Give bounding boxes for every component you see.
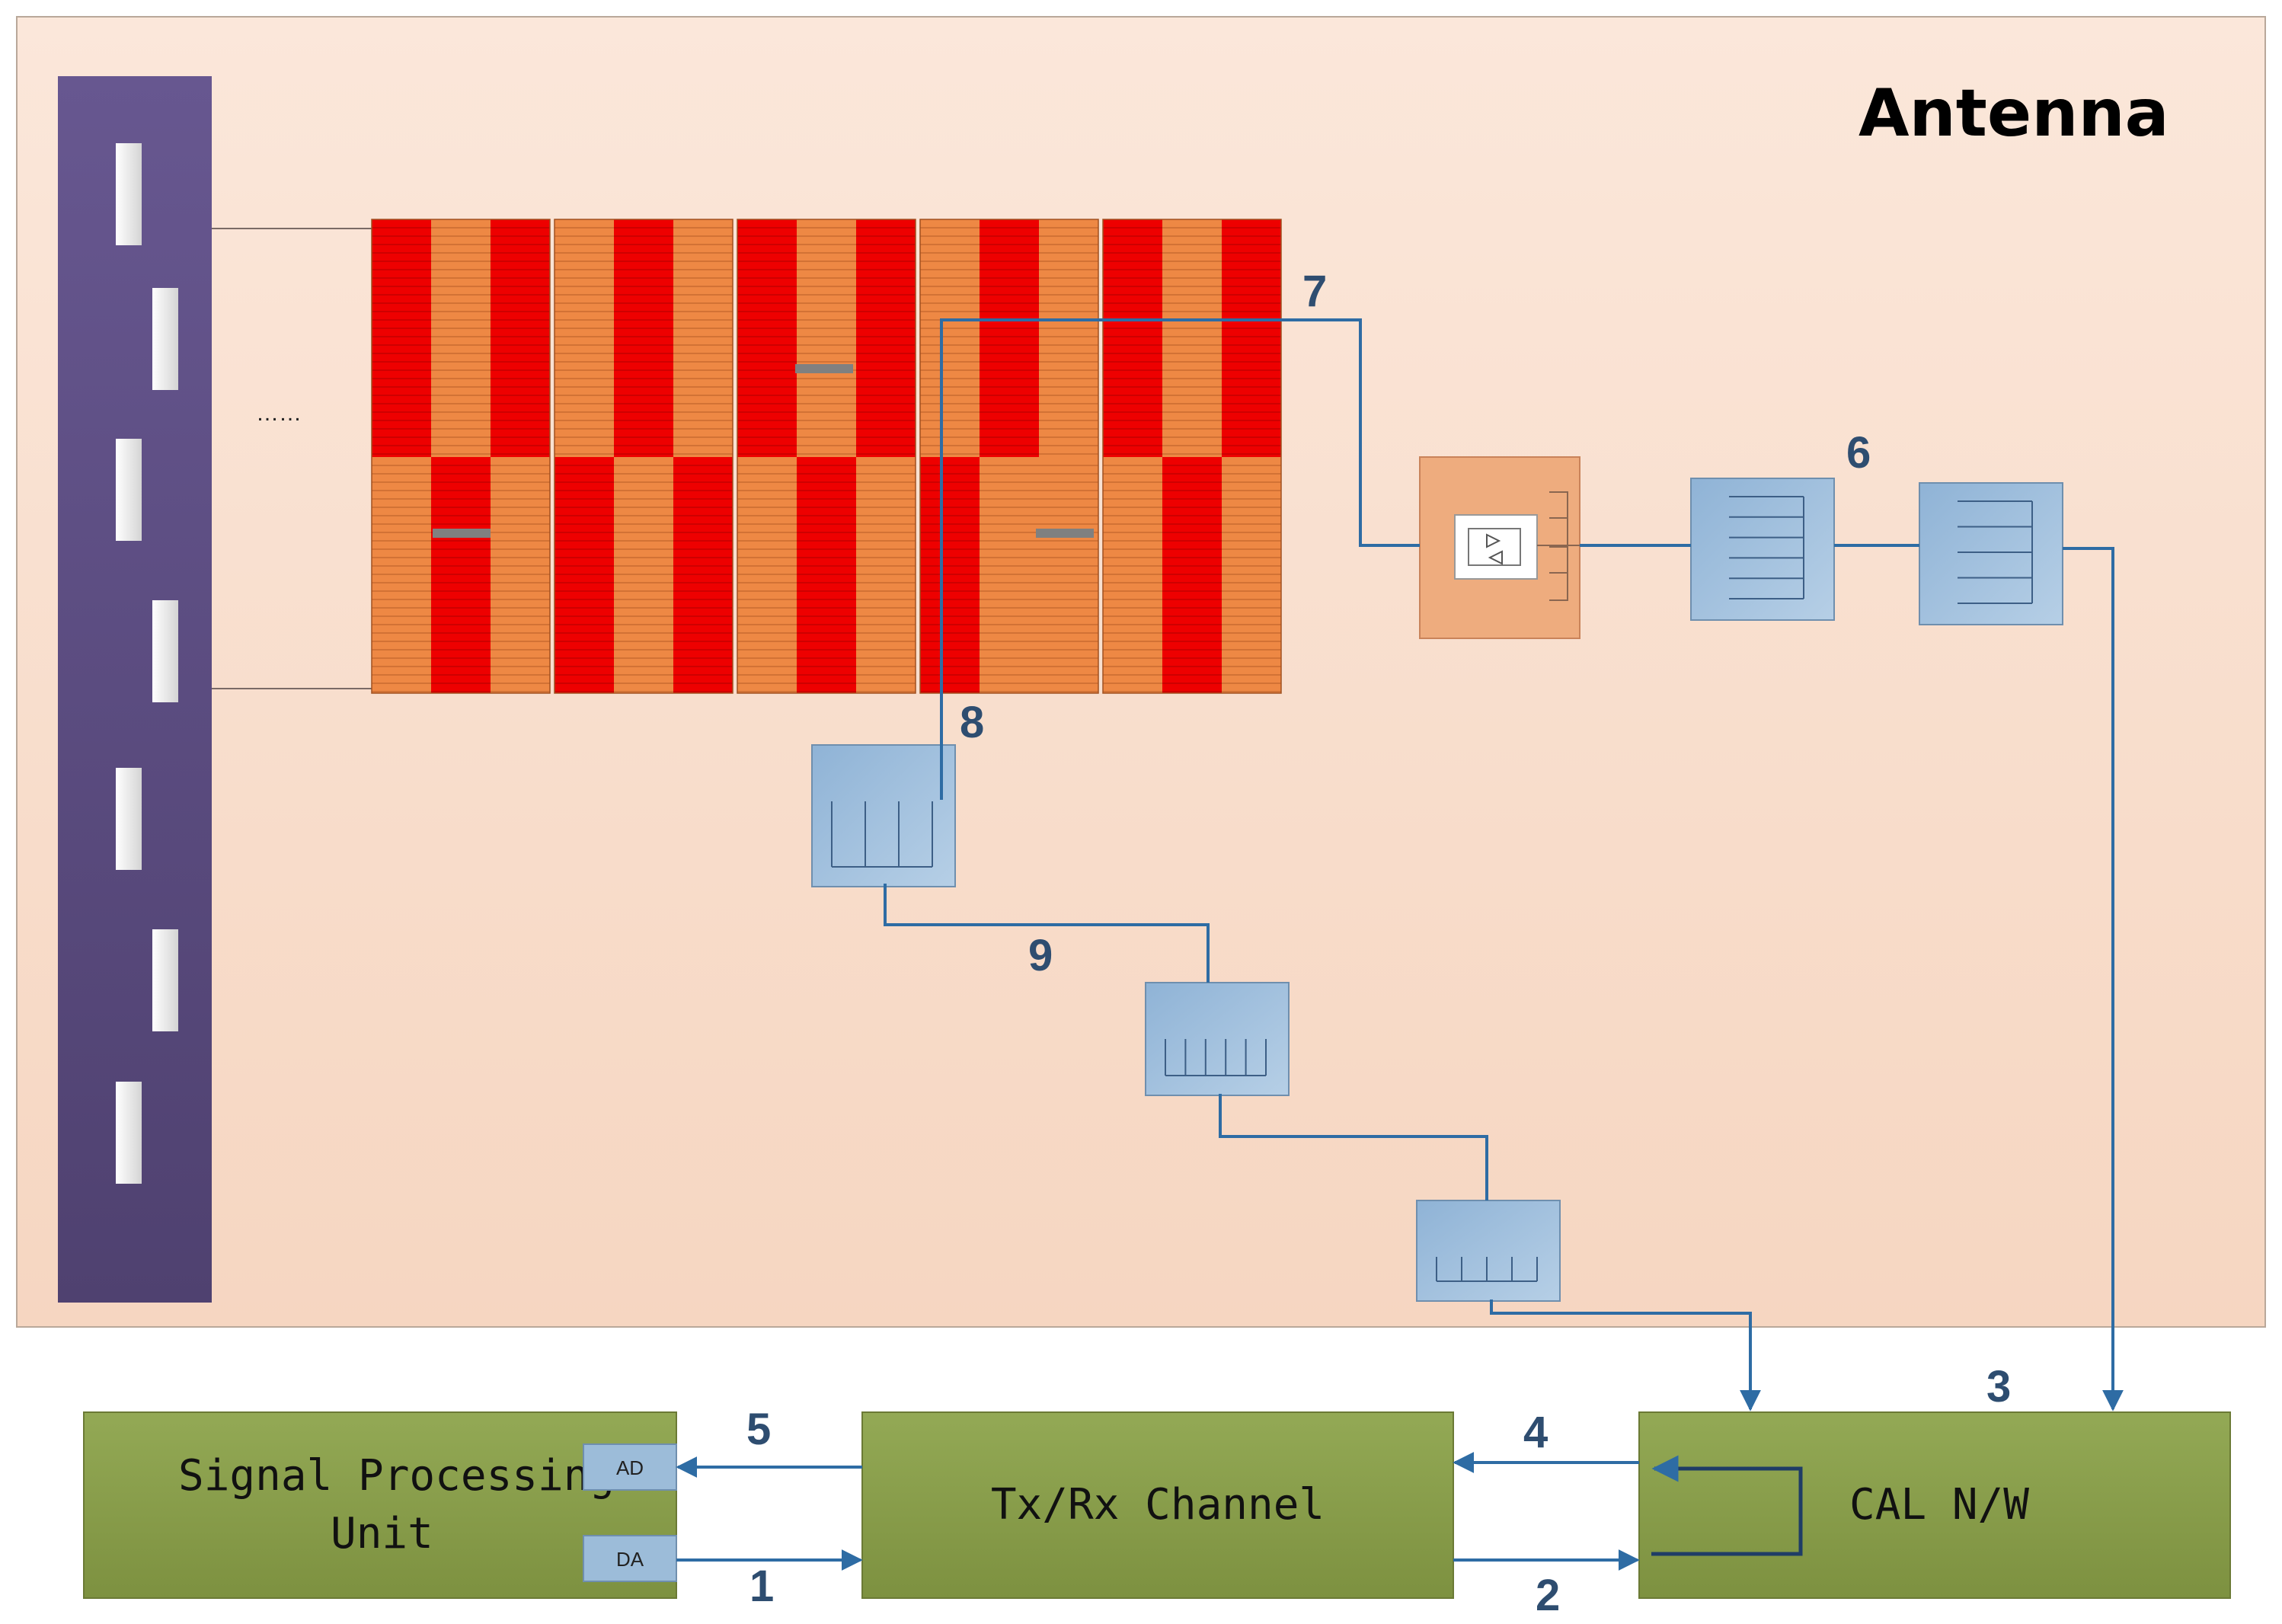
antenna-element-array	[371, 219, 1282, 694]
cal-label: CAL N/W	[1849, 1480, 2029, 1530]
slot	[152, 288, 178, 390]
path-label-8: 8	[960, 698, 984, 747]
ad-converter	[583, 1443, 677, 1491]
antenna-panel-tile	[554, 219, 734, 694]
antenna-element-column	[614, 457, 673, 693]
antenna-element-column	[1103, 457, 1162, 693]
signal-arrows	[676, 1452, 1640, 1571]
antenna-panel-tile	[371, 219, 551, 694]
path-label-7: 7	[1302, 267, 1327, 316]
slot	[152, 600, 178, 702]
power-divider-8	[811, 744, 956, 887]
slot	[116, 143, 142, 245]
path-label-5: 5	[746, 1405, 771, 1454]
antenna-element-column	[431, 457, 491, 693]
power-divider-9	[1145, 982, 1290, 1096]
feed-line-7-8	[940, 318, 1420, 800]
antenna-panel-tile	[919, 219, 1099, 694]
antenna-element-column	[920, 219, 980, 457]
slot	[116, 768, 142, 870]
antenna-element-column	[372, 457, 431, 693]
path-label-3: 3	[1986, 1362, 2011, 1411]
antenna-element-column	[920, 457, 980, 693]
da-label: DA	[616, 1548, 644, 1571]
txrx-channel: Tx/Rx Channel	[861, 1411, 1454, 1599]
antenna-element-column	[1162, 457, 1222, 693]
antenna-element-column	[1222, 219, 1281, 457]
antenna-element-column	[1039, 457, 1098, 693]
antenna-element-column	[797, 457, 856, 693]
path-label-4: 4	[1523, 1408, 1548, 1457]
element-marker	[795, 364, 853, 373]
antenna-element-column	[1222, 457, 1281, 693]
antenna-element-column	[797, 219, 856, 457]
antenna-element-column	[856, 219, 916, 457]
antenna-element-column	[1162, 219, 1222, 457]
da-converter	[583, 1535, 677, 1582]
power-divider-6b	[1919, 482, 2063, 625]
circulator-module	[1419, 456, 1580, 639]
cal-network: CAL N/W	[1638, 1411, 2231, 1599]
feed-line-9b	[1219, 1094, 1488, 1200]
amplifier-icon	[1486, 533, 1501, 548]
feed-line-9	[884, 884, 1210, 983]
signal-processing-label-line2: Unit	[331, 1509, 433, 1558]
antenna-element-column	[1039, 219, 1098, 457]
cal-loopback	[1651, 1455, 1803, 1556]
antenna-element-column	[555, 457, 614, 693]
antenna-element-column	[673, 457, 733, 693]
left-support-bar	[58, 76, 212, 1303]
feed-line-3	[2063, 547, 2124, 1411]
path-label-9: 9	[1028, 931, 1053, 980]
ellipsis: ……	[256, 401, 302, 426]
path-label-2: 2	[1536, 1571, 1560, 1620]
ad-label: AD	[616, 1456, 644, 1479]
antenna-panel-tile	[1102, 219, 1282, 694]
signal-processing-unit: Signal Processing Unit AD DA	[83, 1411, 677, 1599]
element-marker	[433, 529, 491, 538]
antenna-title: Antenna	[1859, 75, 2169, 152]
antenna-element-column	[673, 219, 733, 457]
feed-line-to-cal-left	[1490, 1300, 1761, 1411]
antenna-element-column	[431, 219, 491, 457]
antenna-element-column	[491, 457, 550, 693]
txrx-label: Tx/Rx Channel	[991, 1480, 1325, 1530]
antenna-element-column	[491, 219, 550, 457]
antenna-element-column	[737, 457, 797, 693]
slot	[116, 439, 142, 541]
antenna-element-column	[372, 219, 431, 457]
antenna-element-column	[737, 219, 797, 457]
antenna-element-column	[614, 219, 673, 457]
slot	[116, 1082, 142, 1184]
path-label-6: 6	[1846, 428, 1871, 478]
amplifier-icon	[1488, 550, 1503, 565]
antenna-panel-tile	[737, 219, 916, 694]
slot	[152, 929, 178, 1031]
antenna-element-column	[980, 457, 1039, 693]
antenna-feed-lines	[884, 318, 2124, 1411]
path-label-1: 1	[749, 1562, 774, 1611]
power-divider-cal	[1416, 1200, 1561, 1302]
antenna-element-column	[980, 219, 1039, 457]
antenna-element-column	[856, 457, 916, 693]
antenna-element-column	[555, 219, 614, 457]
antenna-element-column	[1103, 219, 1162, 457]
power-divider-6a	[1690, 478, 1835, 621]
element-marker	[1036, 529, 1094, 538]
signal-processing-label-line1: Signal Processing	[178, 1451, 615, 1501]
